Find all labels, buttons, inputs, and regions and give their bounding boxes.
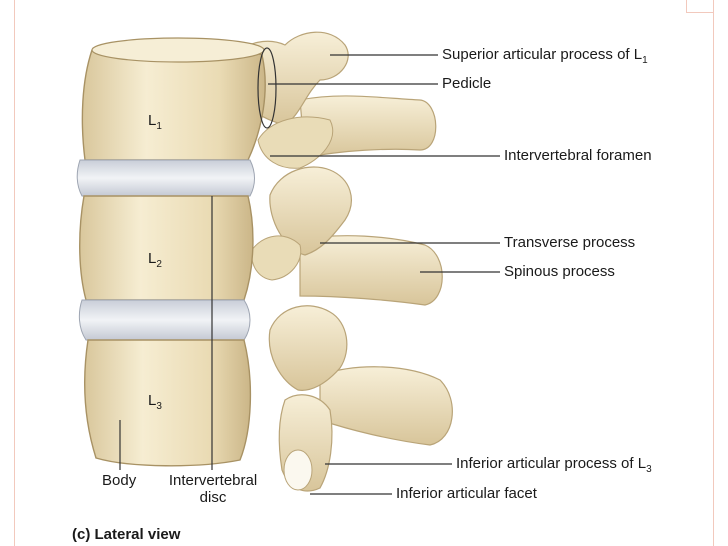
label-text: Intervertebral foramen — [504, 147, 652, 164]
vertebral-body-l3 — [84, 339, 252, 467]
l3-posterior-elements — [268, 305, 453, 492]
label-spinous-process: Spinous process — [504, 263, 615, 280]
figure-caption: (c) Lateral view — [72, 526, 181, 543]
vertebra-label-l1: L1 — [148, 112, 162, 135]
label-pedicle: Pedicle — [442, 75, 491, 92]
label-text: Superior articular process of L — [442, 46, 643, 63]
label-text: Inferior articular process of L — [456, 455, 647, 472]
label-intervertebral-disc: Intervertebral disc — [158, 472, 268, 506]
label-text: Transverse process — [504, 234, 636, 251]
label-subscript: 3 — [646, 464, 652, 475]
label-text: Inferior articular facet — [396, 485, 537, 502]
label-subscript: 1 — [642, 55, 648, 66]
vertebra-letter: L — [148, 392, 157, 409]
intervertebral-disc-upper — [76, 159, 255, 197]
label-text: Spinous process — [504, 263, 615, 280]
slide-corner-tab — [686, 0, 713, 13]
label-inferior-articular-process: Inferior articular process of L3 — [456, 455, 652, 478]
vertebra-letter: L — [148, 250, 157, 267]
label-transverse-process: Transverse process — [504, 234, 635, 251]
label-text: Body — [102, 472, 137, 489]
label-text-line-2: disc — [199, 489, 227, 506]
l2-posterior-elements — [251, 166, 443, 306]
vertebra-subscript: 1 — [156, 121, 162, 132]
label-text-line-1: Intervertebral — [168, 472, 258, 489]
label-body: Body — [102, 472, 136, 489]
label-text: Pedicle — [442, 75, 492, 92]
vertebra-label-l2: L2 — [148, 250, 162, 273]
vertebral-body-l2 — [79, 195, 254, 301]
vertebra-subscript: 2 — [156, 259, 162, 270]
vertebra-letter: L — [148, 112, 157, 129]
leader-lines — [119, 54, 500, 495]
label-inferior-articular-facet: Inferior articular facet — [396, 485, 537, 502]
vertebra-label-l3: L3 — [148, 392, 162, 415]
pedicle-outline — [257, 47, 277, 129]
slide-frame — [14, 0, 714, 546]
vertebra-subscript: 3 — [156, 401, 162, 412]
intervertebral-disc-lower — [78, 299, 251, 341]
label-intervertebral-foramen: Intervertebral foramen — [504, 147, 652, 164]
vertebral-body-l1 — [81, 37, 266, 161]
label-superior-articular-process: Superior articular process of L1 — [442, 46, 648, 69]
